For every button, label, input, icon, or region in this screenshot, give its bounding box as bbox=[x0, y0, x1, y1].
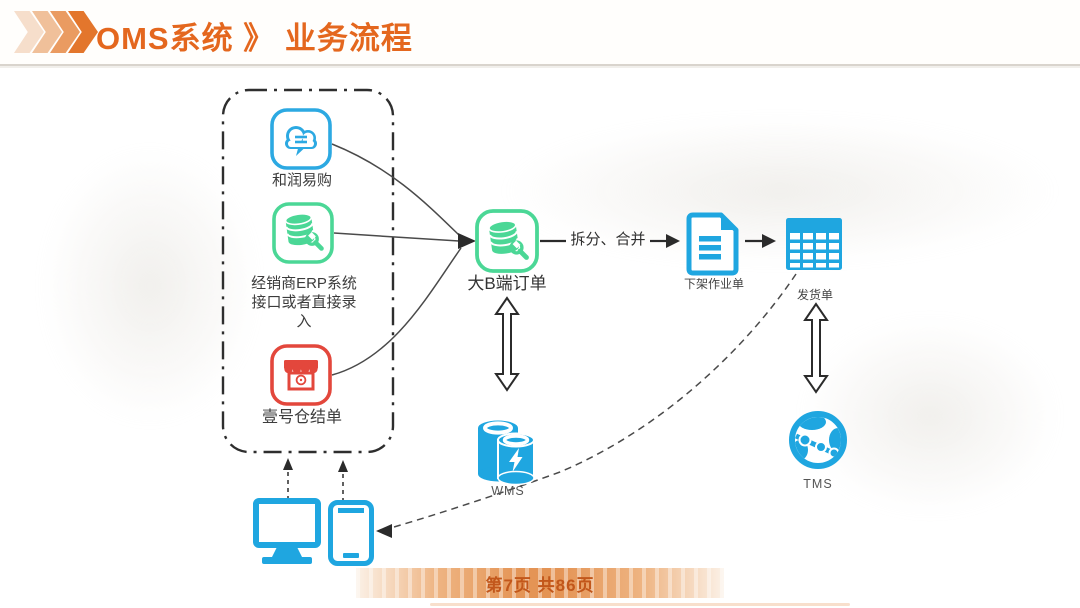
database-wrench-icon bbox=[272, 202, 334, 264]
storefront-icon bbox=[270, 344, 332, 406]
page-title: OMS系统 》 业务流程 bbox=[96, 21, 413, 56]
wrench-glyph bbox=[305, 232, 324, 251]
arrowhead bbox=[762, 234, 776, 248]
node-label-erp: 经销商ERP系统接口或者直接录入 bbox=[251, 275, 357, 330]
source-group-box bbox=[221, 88, 395, 454]
node-label-herun: 和润易购 bbox=[271, 172, 332, 189]
footer-accent-line bbox=[430, 603, 850, 606]
node-label-wms: WMS bbox=[491, 484, 525, 498]
converging-connectors bbox=[331, 143, 462, 376]
double-arrow-wms bbox=[494, 296, 520, 392]
node-label-tms: TMS bbox=[803, 477, 833, 491]
desktop-monitor-icon bbox=[253, 498, 321, 564]
database-cylinders-icon bbox=[478, 420, 535, 486]
dashed-up-connectors bbox=[287, 470, 344, 502]
dashed-feedback-connector bbox=[393, 273, 797, 528]
chevron-arrows-icon bbox=[14, 10, 98, 54]
map-watermark bbox=[800, 316, 1060, 516]
flow-diagram bbox=[221, 88, 847, 566]
map-watermark bbox=[500, 116, 1060, 266]
cloud-chat-icon bbox=[270, 108, 332, 170]
node-label-bigb: 大B端订单 bbox=[467, 274, 547, 293]
arrowhead bbox=[666, 234, 680, 248]
edge-label-split-merge: 拆分、合并 bbox=[570, 231, 646, 248]
node-label-store: 壹号仓结单 bbox=[261, 409, 342, 426]
arrowhead bbox=[283, 458, 293, 470]
smartphone-icon bbox=[328, 500, 374, 566]
wrench-glyph bbox=[509, 240, 529, 260]
node-label-table: 发货单 bbox=[796, 288, 833, 302]
spreadsheet-icon bbox=[786, 218, 842, 270]
slide-header: OMS系统 》 业务流程 bbox=[0, 0, 1080, 66]
globe-network-icon bbox=[789, 411, 847, 469]
page-number: 第7页 共86页 bbox=[485, 575, 595, 595]
arrowhead bbox=[338, 460, 348, 472]
diagram-canvas: 和润易购 经销商ERP系统接口或者直接录入 壹号仓结单 大B端订单 拆分、合并 … bbox=[0, 66, 1080, 566]
footer-page-bar: 第7页 共86页 bbox=[356, 568, 724, 598]
document-icon bbox=[686, 212, 739, 276]
arrowhead bbox=[376, 524, 392, 538]
node-label-doc: 下架作业单 bbox=[683, 277, 744, 291]
arrowhead bbox=[458, 233, 476, 249]
database-wrench-icon bbox=[475, 209, 539, 273]
double-arrow-tms bbox=[803, 302, 829, 394]
